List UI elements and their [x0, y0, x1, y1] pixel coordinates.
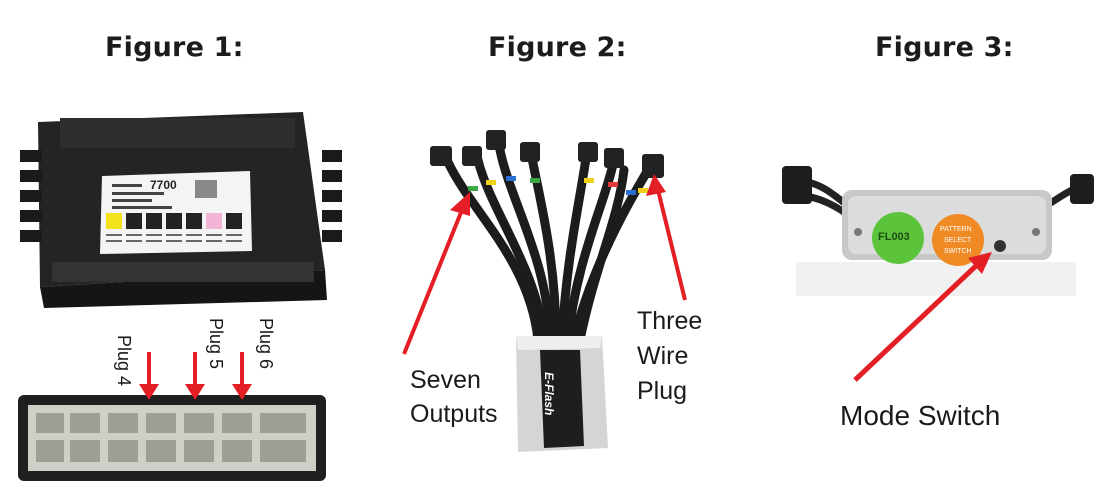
- plug-5-arrow: [185, 352, 205, 400]
- mode-switch-label: Mode Switch: [840, 400, 1001, 431]
- plug-label: Plug: [637, 377, 688, 405]
- plug-4-label: Plug 4: [114, 335, 134, 387]
- outputs-label: Outputs: [410, 400, 498, 428]
- seven-label: Seven: [410, 366, 481, 394]
- figure-1-title: Figure 1:: [105, 32, 244, 63]
- plug-6-label: Plug 6: [256, 318, 276, 370]
- box-brand: E-Flash: [542, 372, 556, 416]
- control-module-image: [18, 112, 342, 481]
- figure-2-panel: E-Flash Seven Outputs Three Wire Plug: [380, 0, 720, 494]
- figure-3-title: Figure 3:: [875, 32, 1014, 63]
- figure-1-panel: 7700 Plug 4 Plug 5 Plug 6: [0, 0, 360, 494]
- module-code: 7700: [150, 178, 177, 192]
- flasher-unit-image: [782, 166, 1094, 382]
- wiring-harness-image: [402, 130, 687, 452]
- figure-3-panel: FL003 PATTERN SELECT SWITCH Mode Switch: [760, 0, 1102, 494]
- select-label: SELECT: [944, 237, 972, 244]
- wire-label: Wire: [637, 342, 689, 370]
- green-button-shape: [872, 212, 924, 264]
- plug-6-arrow: [232, 352, 252, 400]
- three-label: Three: [637, 307, 703, 335]
- plug-5-label: Plug 5: [206, 318, 226, 370]
- switch-label: SWITCH: [944, 248, 972, 255]
- plug-4-arrow: [139, 352, 159, 400]
- pattern-label: PATTERN: [940, 226, 972, 233]
- figure-2-title: Figure 2:: [488, 32, 627, 63]
- fl003-label: FL003: [878, 231, 910, 243]
